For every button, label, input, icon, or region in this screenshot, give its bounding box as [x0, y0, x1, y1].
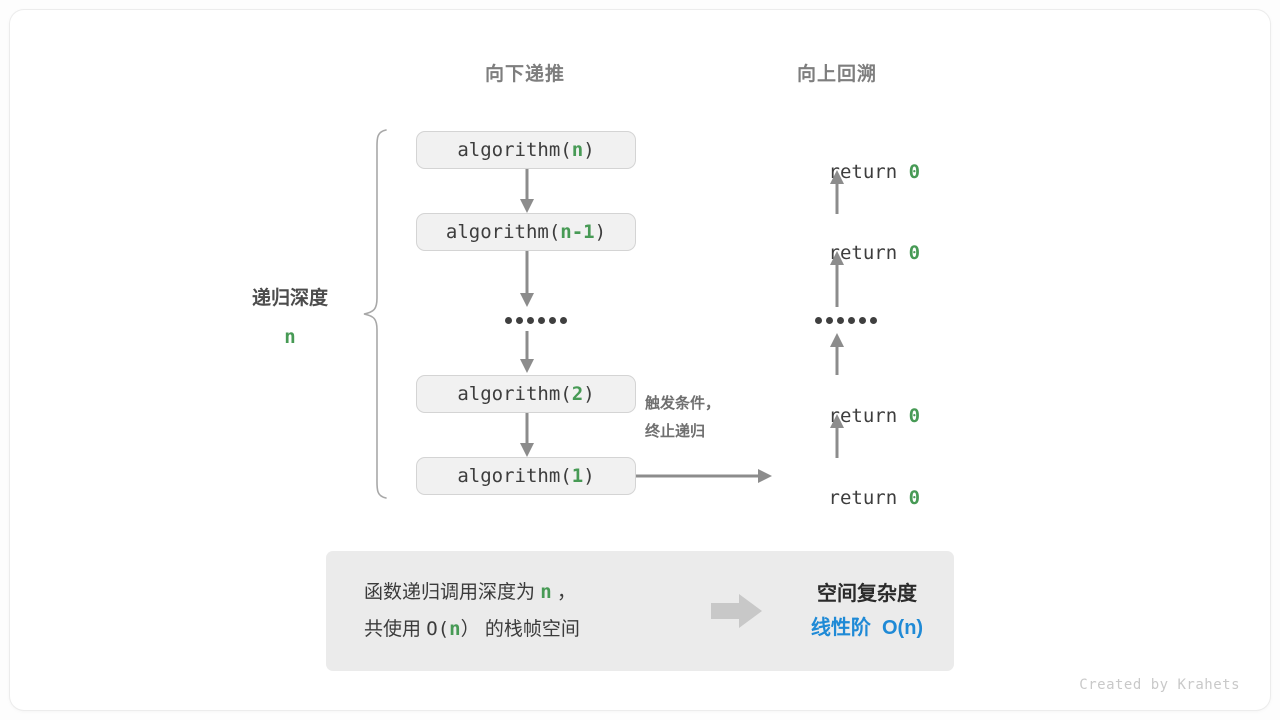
recursion-depth-value: n [284, 326, 296, 348]
return-value: 0 [908, 405, 921, 427]
call-box-suffix: ) [583, 465, 595, 487]
summary-line1-tail: ， [551, 582, 577, 603]
summary-line-1: 函数递归调用深度为 n ， [364, 574, 694, 611]
base-case-note-line1: 触发条件， [645, 395, 721, 412]
ellipsis-left [505, 317, 567, 324]
return-keyword: return [828, 405, 909, 427]
return-value: 0 [908, 161, 921, 183]
dot [826, 317, 833, 324]
dot [516, 317, 523, 324]
call-box-suffix: ) [583, 383, 595, 405]
column-header-downward: 向下递推 [484, 64, 565, 85]
summary-result: 空间复杂度 线性阶 O(n) [780, 577, 954, 645]
call-box-n[interactable]: algorithm(n) [416, 131, 636, 169]
dot [560, 317, 567, 324]
return-label-2: return 0 [740, 220, 940, 286]
summary-line2-bigo: O( [426, 618, 450, 640]
dot [859, 317, 866, 324]
summary-line2-text: 共使用 [364, 619, 427, 640]
return-keyword: return [828, 161, 909, 183]
summary-line-2: 共使用 O(n） 的栈帧空间 [364, 611, 694, 648]
dot [538, 317, 545, 324]
call-box-arg: 2 [571, 383, 584, 405]
call-box-prefix: algorithm( [445, 221, 561, 243]
return-keyword: return [828, 487, 909, 509]
call-box-arg: n-1 [560, 221, 595, 243]
return-value: 0 [908, 487, 921, 509]
up-arrow-4 [830, 414, 844, 458]
down-arrow-4 [520, 413, 534, 457]
call-box-suffix: ) [583, 139, 595, 161]
return-label-4: return 0 [740, 465, 940, 531]
call-box-suffix: ) [594, 221, 607, 243]
call-box-2[interactable]: algorithm(2) [416, 375, 636, 413]
dot [527, 317, 534, 324]
summary-line1-variable: n [540, 581, 552, 603]
ellipsis-right [815, 317, 877, 324]
dot [505, 317, 512, 324]
return-keyword: return [828, 242, 909, 264]
summary-result-title: 空间复杂度 [817, 583, 917, 605]
recursion-depth-label: 递归深度 n [200, 280, 380, 356]
summary-arrow-container [694, 593, 780, 629]
call-box-prefix: algorithm( [457, 139, 572, 161]
watermark: Created by Krahets [1079, 677, 1240, 693]
dot [815, 317, 822, 324]
down-arrow-1 [520, 169, 534, 213]
call-box-arg: n [571, 139, 584, 161]
call-box-1[interactable]: algorithm(1) [416, 457, 636, 495]
summary-line2-variable: n [449, 618, 461, 640]
dot [870, 317, 877, 324]
summary-box: 函数递归调用深度为 n ， 共使用 O(n） 的栈帧空间 空间复杂度 线性阶 O… [326, 551, 954, 671]
return-value: 0 [908, 242, 921, 264]
summary-result-value: 线性阶 O(n) [810, 617, 924, 639]
down-arrow-3 [520, 331, 534, 373]
up-arrow-3 [830, 333, 844, 375]
summary-line1-text: 函数递归调用深度为 [364, 582, 541, 603]
call-box-n-minus-1[interactable]: algorithm(n-1) [416, 213, 636, 251]
dot [848, 317, 855, 324]
up-arrow-2 [830, 251, 844, 307]
column-header-upward: 向上回溯 [796, 64, 877, 85]
summary-line2-paren: ） [460, 619, 480, 640]
summary-line2-tail: 的栈帧空间 [479, 619, 580, 640]
base-case-arrow [636, 469, 772, 483]
up-arrow-1 [830, 170, 844, 214]
call-box-prefix: algorithm( [457, 383, 572, 405]
return-label-3: return 0 [740, 383, 940, 449]
call-box-arg: 1 [571, 465, 584, 487]
summary-description: 函数递归调用深度为 n ， 共使用 O(n） 的栈帧空间 [326, 574, 694, 648]
base-case-note-line2: 终止递归 [645, 423, 706, 440]
base-case-note: 触发条件， 终止递归 [645, 390, 775, 446]
recursion-depth-brace [363, 129, 387, 499]
dot [549, 317, 556, 324]
return-label-1: return 0 [740, 139, 940, 205]
dot [837, 317, 844, 324]
down-arrow-2 [520, 251, 534, 307]
recursion-depth-text: 递归深度 [251, 288, 328, 309]
right-block-arrow-icon [711, 594, 762, 628]
call-box-prefix: algorithm( [457, 465, 572, 487]
